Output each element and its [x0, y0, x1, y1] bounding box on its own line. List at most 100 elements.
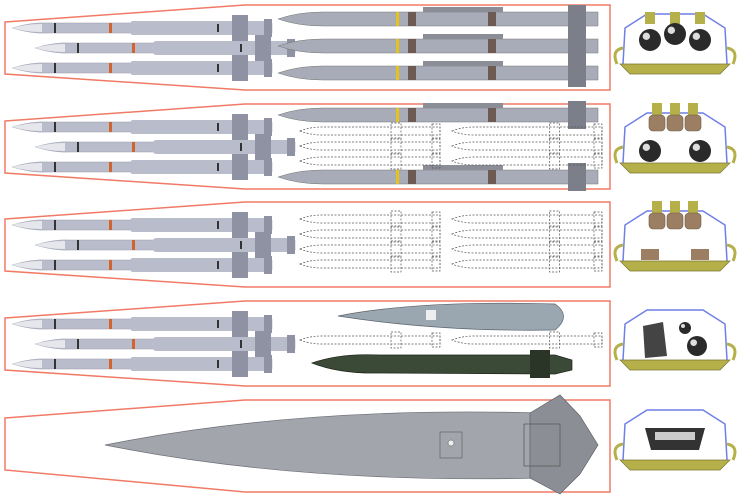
glide-weapon — [337, 302, 564, 331]
missile-fin — [255, 232, 271, 258]
missile-fin — [255, 331, 271, 357]
ghost-tail-fin — [593, 211, 603, 227]
bay-hinge-left — [613, 243, 624, 262]
bay-frame — [622, 309, 728, 361]
store-dark — [639, 29, 661, 51]
missile-band — [240, 340, 242, 348]
pylon — [688, 103, 698, 115]
ghost-missile — [451, 331, 603, 349]
loadout-panel-2 — [4, 101, 737, 191]
missile-fin — [232, 252, 248, 278]
ghost-body — [299, 229, 441, 239]
bay-cross-section — [613, 12, 737, 75]
missile-band — [240, 241, 242, 249]
store-highlight — [642, 143, 650, 151]
pylon — [670, 103, 680, 115]
missile-band-brown — [488, 12, 496, 26]
ghost-body — [451, 244, 603, 254]
store-dark — [639, 140, 661, 162]
bay-hinge-left — [613, 145, 624, 164]
missile-band — [54, 220, 56, 230]
loadout-panel-1 — [4, 4, 737, 91]
missile-band — [217, 24, 219, 32]
ghost-tail-fin — [431, 226, 441, 242]
short-missile — [11, 351, 273, 377]
bay-hinge-right — [726, 243, 737, 262]
missile-band-yellow — [396, 66, 399, 80]
missile-band-yellow — [396, 108, 399, 122]
missile-tail-fin — [568, 163, 586, 191]
missile-seeker — [12, 24, 42, 32]
missile-band-orange — [109, 260, 112, 270]
missile-band-brown — [488, 39, 496, 53]
missile-fairing — [423, 103, 503, 108]
missile-band — [217, 261, 219, 269]
missile-motor — [153, 140, 295, 154]
store-large-dark — [643, 322, 667, 358]
missile-seeker — [12, 360, 42, 368]
missile-band-orange — [109, 162, 112, 172]
ghost-tail-fin — [593, 153, 603, 169]
ghost-fin — [390, 152, 402, 170]
short-missile — [11, 55, 273, 81]
store-dark — [689, 140, 711, 162]
missile-fairing — [423, 165, 503, 170]
ghost-fin — [549, 152, 560, 170]
ghost-body — [299, 126, 441, 136]
missile-fin — [232, 154, 248, 180]
ghost-tail-fin — [431, 211, 441, 227]
bay-hinge-left — [613, 46, 624, 65]
missile-seeker — [12, 320, 42, 328]
missile-motor — [130, 61, 272, 75]
missile-band — [77, 339, 79, 349]
missile-band-brown — [408, 12, 416, 26]
ghost-tail-fin — [593, 256, 603, 272]
missile-seeker — [35, 241, 65, 249]
short-missile — [11, 212, 273, 238]
store-dark — [687, 336, 707, 356]
missile-fin — [232, 55, 248, 81]
missile-band-orange — [132, 339, 135, 349]
missile-band — [217, 64, 219, 72]
ghost-tail-fin — [431, 153, 441, 169]
loadout-panel-4 — [4, 300, 737, 387]
missile-band-brown — [488, 66, 496, 80]
ghost-tail-fin — [593, 226, 603, 242]
missile-fin — [232, 114, 248, 140]
store-dark — [664, 23, 686, 45]
ghost-body — [299, 244, 441, 254]
store-highlight — [642, 32, 650, 40]
bay-outline — [4, 201, 611, 288]
missile-seeker — [12, 163, 42, 171]
ghost-fin — [390, 137, 402, 155]
missile-seeker — [12, 64, 42, 72]
store-brown — [691, 249, 709, 260]
missile-fin — [232, 212, 248, 238]
bomb-tail-fin — [530, 350, 550, 378]
missile-band-orange — [109, 63, 112, 73]
missile-tail-fin — [568, 5, 586, 33]
short-missile — [11, 15, 273, 41]
bay-outline — [4, 4, 611, 91]
missile-body — [277, 38, 599, 54]
ghost-tail-fin — [593, 332, 603, 348]
pylon — [695, 12, 705, 24]
store-highlight — [692, 32, 700, 40]
missile-band-brown — [408, 108, 416, 122]
bay-door — [619, 459, 731, 471]
bay-door — [619, 359, 731, 371]
missile-fairing — [423, 7, 503, 12]
ghost-fin — [549, 225, 560, 243]
ghost-missile — [299, 240, 441, 258]
missile-band-orange — [132, 240, 135, 250]
store-dark — [679, 322, 691, 334]
glide-weapon-window — [426, 310, 436, 320]
missile-band-yellow — [396, 12, 399, 26]
missile-tail-fin — [568, 32, 586, 60]
missile-band — [54, 63, 56, 73]
store-brown — [666, 212, 684, 230]
missile-band-brown — [408, 66, 416, 80]
ghost-tail-fin — [431, 123, 441, 139]
missile-band — [240, 44, 242, 52]
bay-outline — [4, 300, 611, 387]
